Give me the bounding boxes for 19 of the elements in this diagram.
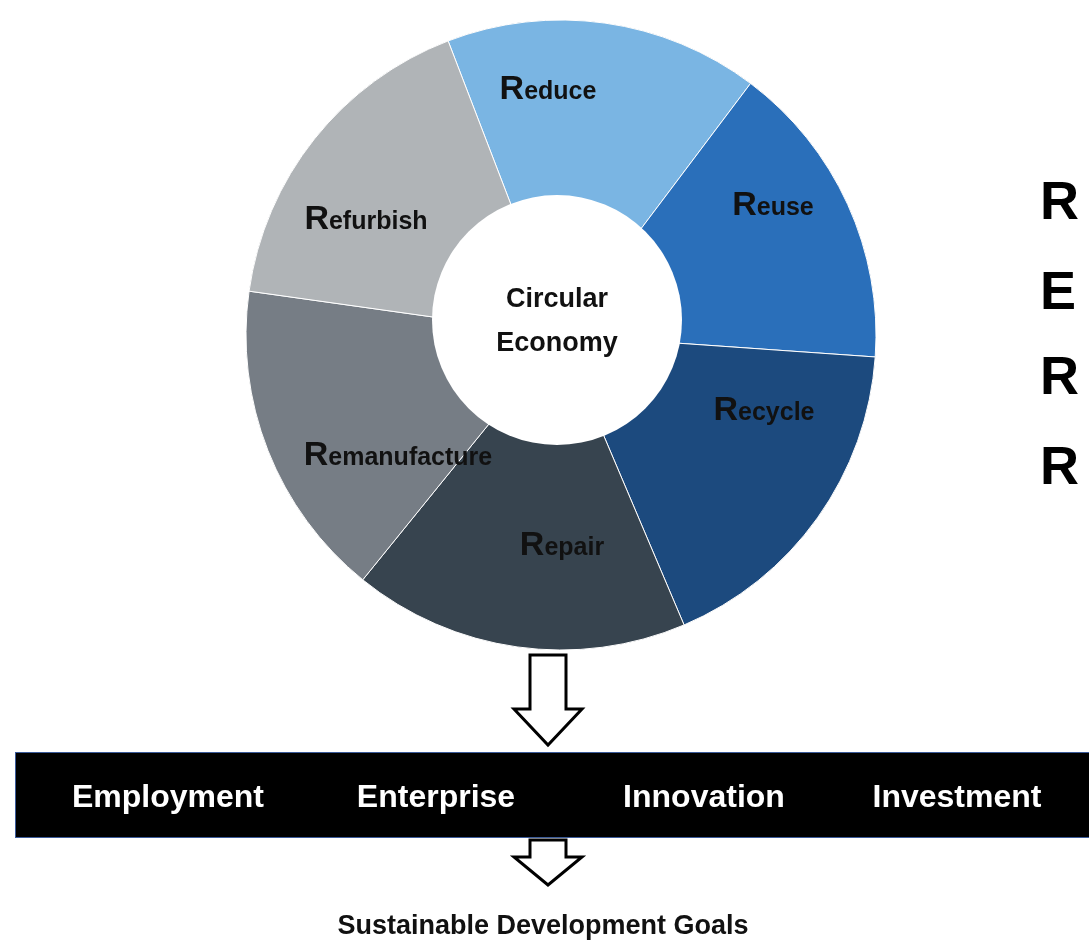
banner-label: Innovation bbox=[623, 777, 785, 815]
letter-label: R bbox=[1040, 170, 1079, 230]
segment-label: Refurbish bbox=[304, 197, 428, 237]
banner-bar bbox=[15, 752, 1089, 838]
goal-text: Sustainable Development Goals bbox=[337, 909, 749, 941]
segment-label: Reuse bbox=[732, 183, 814, 223]
block-arrow bbox=[509, 838, 587, 887]
letter-label: R bbox=[1040, 345, 1079, 405]
letter-label: R bbox=[1040, 435, 1079, 495]
banner-label: Employment bbox=[72, 777, 264, 815]
banner-label: Investment bbox=[872, 777, 1042, 815]
letter-label: E bbox=[1040, 260, 1077, 320]
block-arrow bbox=[510, 653, 586, 748]
center-title: Circular Economy bbox=[495, 282, 619, 359]
segment-label: Recycle bbox=[713, 388, 815, 428]
segment-label: Reduce bbox=[499, 67, 597, 107]
banner-label: Enterprise bbox=[356, 777, 516, 815]
segment-label: Repair bbox=[519, 523, 605, 563]
circular-wheel bbox=[246, 20, 876, 650]
